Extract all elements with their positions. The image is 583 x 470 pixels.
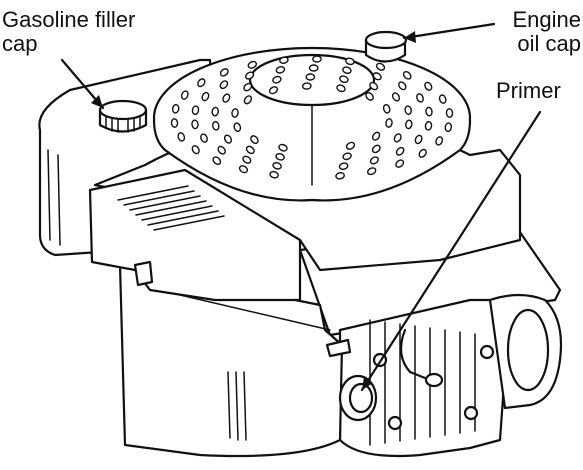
gasoline-filler-cap-label-line2: cap	[2, 32, 135, 56]
bolt	[389, 417, 401, 429]
engine-oil-cap-label-line2: oil cap	[490, 32, 581, 56]
engine-oil-cap-label: Engine oil cap	[490, 8, 581, 56]
starter-hole	[192, 120, 199, 129]
gasoline-filler-cap-label-line1: Gasoline filler	[2, 8, 135, 32]
oil-cap-leader	[404, 24, 494, 38]
engine-oil-cap-label-line1: Engine	[490, 8, 581, 32]
bolt	[481, 346, 493, 358]
starter-hole	[172, 104, 179, 113]
starter-hole	[309, 65, 318, 71]
primer-label: Primer	[496, 79, 561, 103]
starter-hole	[306, 74, 315, 80]
starter-hole	[426, 107, 433, 116]
starter-hole	[313, 56, 322, 62]
oil-cap-icon	[366, 32, 406, 62]
starter-hole	[171, 119, 178, 128]
starter-hole	[445, 123, 452, 132]
gas-cap-icon	[100, 101, 146, 132]
starter-hole	[302, 83, 311, 90]
starter-hole	[425, 121, 432, 130]
gasoline-filler-cap-label: Gasoline filler cap	[2, 8, 135, 56]
starter-hole	[385, 118, 392, 127]
starter-hole	[212, 107, 219, 116]
bolt	[465, 407, 477, 419]
starter-hole	[231, 108, 238, 117]
starter-hole	[446, 109, 453, 118]
starter-hole	[405, 120, 412, 129]
starter-hole	[192, 106, 199, 115]
